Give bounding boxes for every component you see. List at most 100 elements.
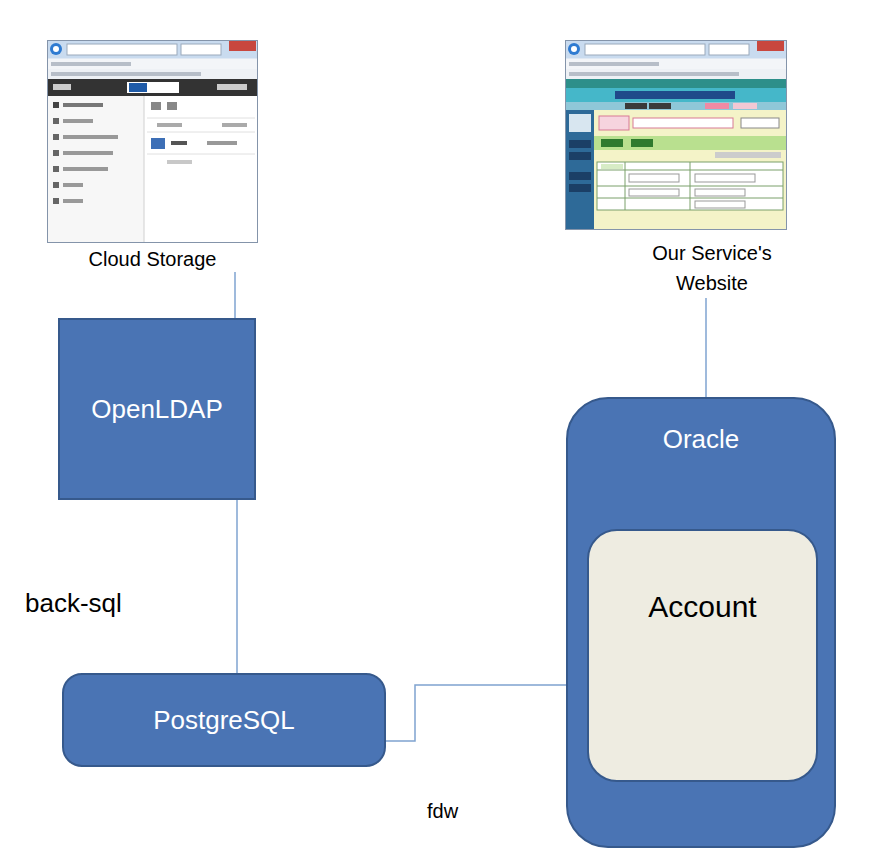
screenshot-detail: [757, 41, 784, 51]
screenshot-detail: [569, 140, 591, 148]
screenshot-detail: [566, 110, 594, 229]
screenshot-detail: [633, 118, 733, 128]
screenshot-detail: [695, 201, 745, 208]
screenshot-detail: [63, 119, 93, 123]
screenshot-detail: [690, 162, 691, 210]
screenshot-node: Cloud Storage: [47, 40, 258, 272]
connector-line: [386, 685, 566, 741]
screenshot-detail: [147, 154, 255, 155]
screenshot-detail: [222, 123, 247, 127]
screenshot-detail: [601, 139, 623, 147]
screenshot-detail: [51, 72, 201, 76]
connector-line: [234, 272, 236, 318]
screenshot-node: Our Service's Website: [565, 40, 787, 298]
connector-line: [705, 298, 707, 397]
screenshot-detail: [147, 132, 255, 133]
screenshot-detail: [599, 116, 629, 130]
screenshot-detail: [53, 150, 59, 156]
node-label: Account: [648, 589, 756, 625]
screenshot-detail: [733, 103, 757, 109]
screenshot-detail: [53, 182, 59, 188]
screenshot-detail: [167, 102, 177, 110]
connector-label: back-sql: [22, 588, 125, 619]
screenshot-detail: [569, 114, 591, 132]
connector-line: [236, 500, 238, 673]
screenshot-detail: [67, 44, 177, 55]
node-label: OpenLDAP: [91, 394, 223, 425]
screenshot-detail: [715, 152, 781, 158]
screenshot-detail: [181, 44, 221, 55]
screenshot-detail: [705, 103, 729, 109]
screenshot-caption: Our Service's Website: [642, 238, 782, 298]
screenshot-detail: [629, 189, 679, 196]
screenshot-detail: [50, 43, 62, 55]
node-label: PostgreSQL: [153, 705, 295, 736]
cloud-storage-screenshot: [47, 40, 258, 243]
screenshot-detail: [566, 59, 786, 69]
screenshot-detail: [63, 135, 118, 139]
screenshot-detail: [625, 162, 626, 210]
screenshot-detail: [569, 184, 591, 192]
screenshot-detail: [566, 102, 786, 110]
screenshot-detail: [601, 164, 623, 169]
screenshot-detail: [167, 160, 192, 164]
screenshot-detail: [48, 69, 257, 79]
screenshot-detail: [48, 242, 258, 243]
screenshot-detail: [48, 79, 257, 96]
screenshot-detail: [147, 118, 255, 119]
screenshot-detail: [53, 84, 71, 90]
screenshot-detail: [63, 167, 108, 171]
screenshot-detail: [151, 138, 165, 149]
screenshot-detail: [695, 174, 755, 182]
table-box: Account: [587, 529, 818, 782]
screenshot-detail: [63, 103, 103, 107]
screenshot-detail: [649, 103, 671, 109]
screenshot-detail: [569, 152, 591, 160]
screenshot-detail: [569, 62, 659, 66]
screenshot-detail: [171, 141, 187, 145]
screenshot-detail: [571, 46, 577, 52]
website-screenshot: [565, 40, 787, 230]
screenshot-detail: [151, 102, 161, 110]
screenshot-detail: [53, 134, 59, 140]
screenshot-caption: Cloud Storage: [47, 246, 258, 272]
screenshot-detail: [53, 198, 59, 204]
screenshot-detail: [585, 44, 705, 55]
node-label: Oracle: [663, 424, 740, 455]
screenshot-detail: [63, 183, 83, 187]
screenshot-detail: [615, 91, 735, 99]
screenshot-detail: [217, 84, 247, 90]
screenshot-detail: [709, 44, 749, 55]
screenshot-detail: [144, 96, 257, 242]
screenshot-detail: [569, 72, 739, 76]
screenshot-detail: [48, 41, 257, 58]
screenshot-detail: [625, 103, 647, 109]
screenshot-detail: [566, 41, 786, 58]
screenshot-detail: [631, 139, 653, 147]
screenshot-detail: [127, 82, 179, 93]
screenshot-detail: [129, 83, 147, 92]
screenshot-detail: [63, 151, 113, 155]
screenshot-detail: [63, 199, 83, 203]
screenshot-detail: [566, 88, 786, 102]
screenshot-detail: [568, 43, 580, 55]
screenshot-detail: [566, 41, 787, 230]
screenshot-detail: [566, 79, 786, 88]
screenshot-detail: [144, 96, 145, 242]
screenshot-detail: [566, 69, 786, 79]
screenshot-detail: [48, 41, 258, 243]
screenshot-detail: [207, 141, 237, 145]
screenshot-detail: [53, 102, 59, 108]
server-box: OpenLDAP: [58, 318, 256, 500]
screenshot-detail: [629, 174, 679, 182]
screenshot-detail: [594, 136, 786, 150]
screenshot-detail: [597, 162, 783, 210]
screenshot-detail: [53, 46, 59, 52]
screenshot-detail: [53, 118, 59, 124]
screenshot-detail: [741, 118, 779, 128]
connector-label: fdw: [424, 799, 461, 823]
screenshot-detail: [229, 41, 256, 51]
database-box: PostgreSQL: [62, 673, 386, 767]
screenshot-detail: [569, 172, 591, 180]
